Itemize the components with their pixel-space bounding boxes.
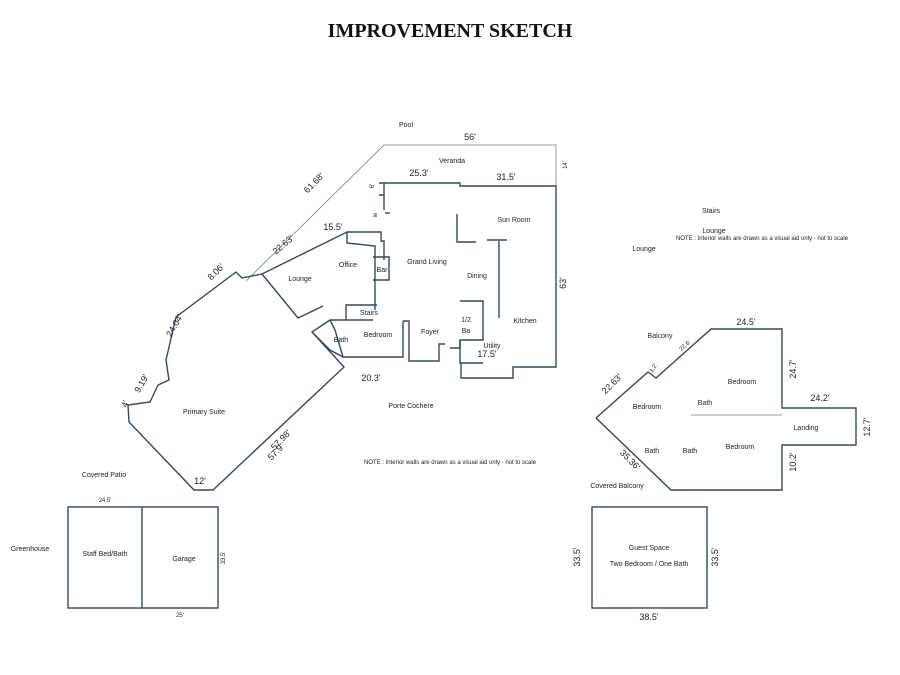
dim-suite-a: 8.06'	[206, 261, 227, 282]
outbuilding-wall	[67, 506, 219, 609]
half-bath-label-bottom: Ba	[462, 328, 471, 335]
bath-label-1: Bath	[698, 400, 713, 407]
dim-lounge-diagonal: 22.63'	[271, 233, 296, 256]
grand-living-label: Grand Living	[407, 259, 447, 266]
office-top-wall	[347, 231, 385, 247]
upper-dim-jog: 1.2'	[649, 363, 659, 374]
bath-label-3: Bath	[683, 448, 698, 455]
dim-south-wall: 20.3'	[361, 373, 381, 383]
dim-pool-width: 56'	[464, 132, 476, 142]
sunroom-wall	[456, 214, 476, 243]
upper-level-exterior-wall	[595, 328, 857, 491]
dim-north-wall-a: 25.3'	[409, 168, 429, 178]
outbuilding-dim-south: 25'	[176, 613, 184, 619]
bath-wall	[311, 331, 344, 358]
upper-dim-landing-side: 12.7'	[862, 417, 872, 437]
upper-dim-balcony: 22.6'	[679, 340, 693, 353]
stairs-label: Stairs	[360, 310, 378, 317]
west-wing-wall	[261, 230, 376, 310]
foyer-wall	[403, 320, 445, 362]
upper-level-note: NOTE : Interior walls are drawn as a vis…	[676, 236, 849, 242]
pool-outline	[245, 144, 557, 282]
primary-suite-wall	[127, 271, 373, 491]
outbuilding-dim-north: 24.5'	[99, 498, 112, 504]
main-house-exterior-wall	[379, 182, 385, 196]
upper-lounge-label-a: Lounge	[702, 228, 725, 235]
main-house-note: NOTE : Interior walls are drawn as a vis…	[364, 460, 537, 466]
bath-label-2: Bath	[645, 448, 660, 455]
covered-patio-label: Covered Patio	[82, 472, 126, 479]
dim-utility: 17.5'	[477, 349, 497, 359]
guest-space-description: Two Bedroom / One Bath	[610, 561, 689, 568]
dim-suite-c: 9.19'	[132, 372, 150, 394]
bar-label: Bar	[377, 267, 389, 274]
bedroom-label-3: Bedroom	[726, 444, 755, 451]
landing-label: Landing	[794, 425, 819, 432]
dim-east-wall: 63'	[558, 277, 568, 289]
dim-office-wall: 15.5'	[323, 222, 343, 232]
veranda-north-wall	[384, 182, 557, 379]
dim-suite-d: 4'	[119, 399, 131, 409]
balcony-label: Balcony	[648, 333, 673, 340]
main-house-plan: Pool Veranda Sun Room Grand Living Dinin…	[119, 122, 569, 491]
bedroom-label: Bedroom	[364, 332, 393, 339]
dim-veranda-depth: 14'	[563, 161, 569, 169]
greenhouse-label: Greenhouse	[11, 546, 50, 553]
office-label: Office	[339, 262, 357, 269]
upper-dim-north: 24.5'	[736, 317, 756, 327]
dim-jog: 6'	[370, 184, 376, 188]
guest-dim-east: 33.5'	[710, 547, 720, 567]
staff-bed-bath-label: Staff Bed/Bath	[82, 551, 127, 558]
utility-label: Utility	[483, 343, 501, 350]
upper-lounge-label-b: Lounge	[632, 246, 655, 253]
utility-wall	[459, 340, 483, 364]
upper-dim-south-east: 10.2'	[788, 452, 798, 472]
pool-label: Pool	[399, 122, 413, 129]
dim-suite-south: 12'	[194, 476, 206, 486]
kitchen-label: Kitchen	[513, 318, 536, 325]
primary-suite-label: Primary Suite	[183, 409, 225, 416]
guest-dim-south: 38.5'	[639, 612, 659, 622]
lounge-label: Lounge	[288, 276, 311, 283]
upper-dim-north-west: 22.63'	[600, 372, 624, 396]
covered-balcony-label: Covered Balcony	[590, 483, 644, 490]
upper-dim-east: 24.7'	[788, 359, 798, 379]
dim-pool-diagonal: 61.68'	[302, 171, 326, 195]
bedroom-label-2: Bedroom	[633, 404, 662, 411]
half-bath-label-top: 1/2	[461, 317, 471, 324]
lounge-south-wall	[261, 273, 324, 319]
bedroom-label-1: Bedroom	[728, 379, 757, 386]
upper-level-plan: Stairs Lounge NOTE : Interior walls are …	[590, 208, 872, 491]
half-bath-wall	[450, 300, 484, 349]
guest-dim-west: 33.5'	[572, 547, 582, 567]
upper-dim-landing-top: 24.2'	[810, 393, 830, 403]
porte-cochere-label: Porte Cochere	[388, 403, 433, 410]
bath-label: Bath	[334, 337, 349, 344]
veranda-label: Veranda	[439, 158, 465, 165]
dining-label: Dining	[467, 273, 487, 280]
foyer-label: Foyer	[421, 329, 440, 336]
guest-space-plan: Guest Space Two Bedroom / One Bath 33.5'…	[572, 506, 720, 622]
sun-room-label: Sun Room	[497, 217, 530, 224]
outbuilding-dim-east: 33.5'	[221, 552, 227, 565]
dim-suite-b: 24.04'	[164, 312, 185, 338]
bar-wall	[373, 256, 390, 281]
guest-space-title: Guest Space	[629, 545, 670, 552]
guest-space-wall	[591, 506, 708, 609]
upper-stairs-label: Stairs	[702, 208, 720, 215]
stairs-wall	[345, 304, 377, 320]
outbuilding-plan: Covered Patio 24.5' Greenhouse Staff Bed…	[11, 472, 227, 619]
wet-bar-mark: ie	[373, 212, 379, 217]
dim-north-wall-b: 31.5'	[496, 172, 516, 182]
garage-label: Garage	[172, 556, 195, 563]
page-title: IMPROVEMENT SKETCH	[328, 20, 573, 42]
